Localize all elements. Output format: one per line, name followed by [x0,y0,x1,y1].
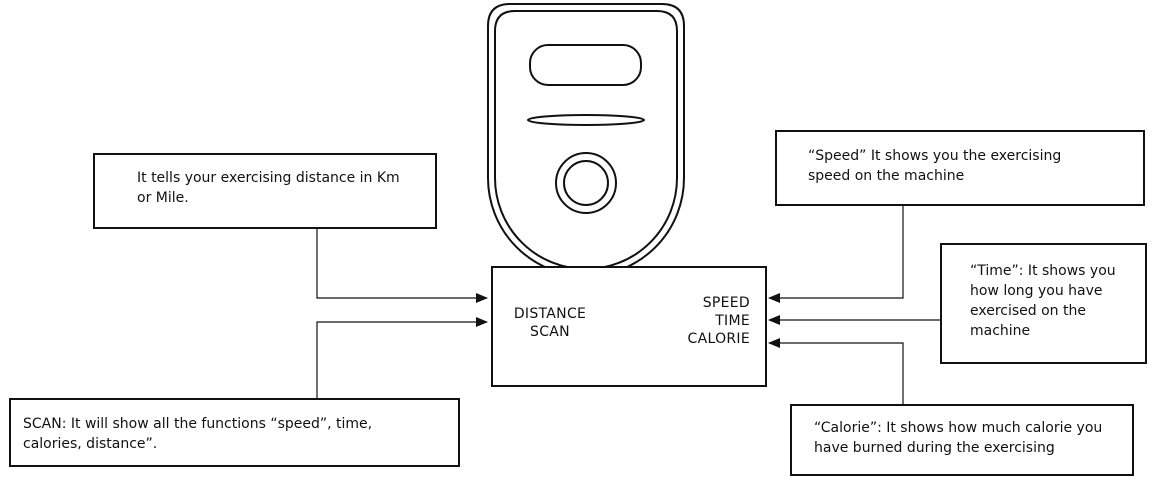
calorie-callout [790,404,1134,476]
scan-connector [316,317,488,398]
console-button [555,152,617,214]
display-left-labels: DISTANCE SCAN [505,305,595,341]
scan-callout-text: SCAN: It will show all the functions “sp… [23,416,373,452]
console-screen-window [529,44,642,86]
console-slot [527,114,645,126]
time-callout-text: “Time”: It shows you how long you have e… [970,263,1116,339]
distance-connector [316,228,488,303]
calorie-label: CALORIE [687,331,750,347]
time-label: TIME [715,313,750,329]
display-panel [491,266,767,387]
distance-callout-text: It tells your exercising distance in Km … [137,170,400,206]
speed-label: SPEED [702,295,750,311]
speed-callout [775,130,1145,206]
scan-label: SCAN [530,324,570,340]
time-callout [940,243,1147,364]
scan-callout [9,398,460,467]
calorie-connector [768,338,904,404]
speed-callout-text: “Speed” It shows you the exercising spee… [808,148,1062,184]
display-right-labels: SPEED TIME CALORIE [660,294,750,348]
speed-connector [768,205,904,303]
distance-callout [93,153,437,229]
calorie-callout-text: “Calorie”: It shows how much calorie you… [814,420,1103,456]
distance-label: DISTANCE [513,306,587,322]
connector-lines [316,205,940,404]
